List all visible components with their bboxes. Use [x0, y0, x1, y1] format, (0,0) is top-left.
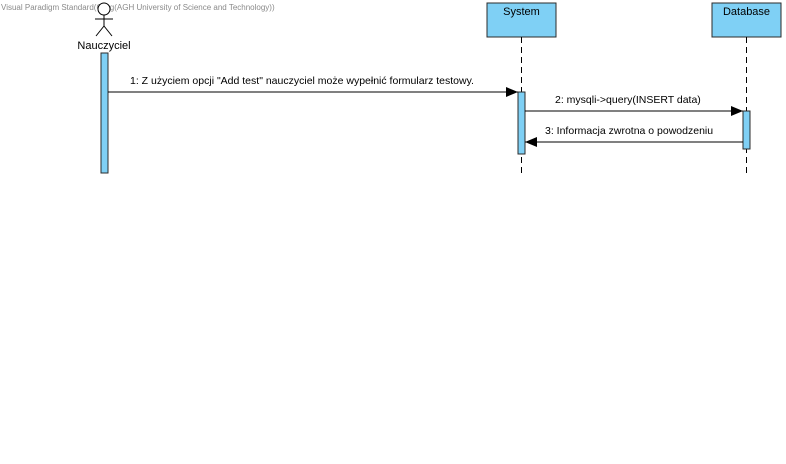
- system-activation-bar: [517, 91, 526, 155]
- message-1-label: 1: Z użyciem opcji "Add test" nauczyciel…: [130, 75, 474, 87]
- message-1[interactable]: 1: Z użyciem opcji "Add test" nauczyciel…: [108, 75, 518, 97]
- actor-name: Nauczyciel: [77, 40, 130, 52]
- lifeline-system[interactable]: System: [486, 2, 557, 176]
- lifeline-system-label: System: [503, 6, 540, 18]
- message-3-label: 3: Informacja zwrotna o powodzeniu: [545, 125, 713, 137]
- actor-icon: [95, 2, 113, 37]
- message-2[interactable]: 2: mysqli->query(INSERT data): [525, 94, 743, 116]
- actor-activation-bar: [100, 52, 109, 174]
- watermark-text: Visual Paradigm Standard(Greg(AGH Univer…: [1, 3, 275, 12]
- lifeline-database-label: Database: [723, 6, 770, 18]
- database-activation-bar: [742, 110, 751, 150]
- lifeline-database[interactable]: Database: [711, 2, 782, 176]
- message-2-label: 2: mysqli->query(INSERT data): [555, 94, 701, 106]
- actor-nauczyciel[interactable]: Nauczyciel: [77, 2, 131, 52]
- message-3[interactable]: 3: Informacja zwrotna o powodzeniu: [525, 125, 743, 147]
- lifeline-database-box: [711, 2, 782, 38]
